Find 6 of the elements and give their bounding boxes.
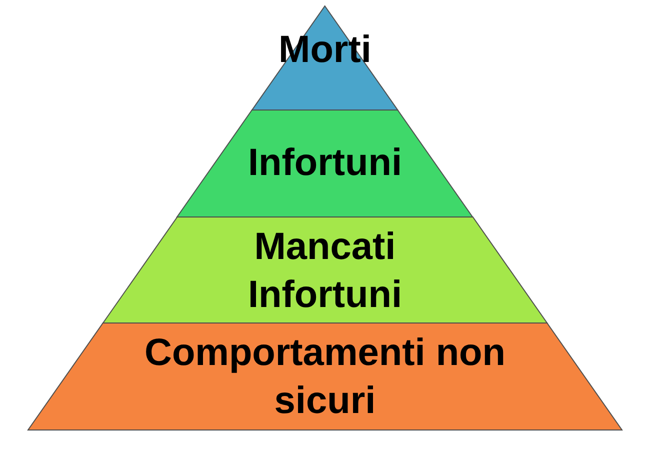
pyramid-level: [28, 323, 622, 430]
pyramid-level: [177, 110, 473, 217]
level-label: Comportamenti non sicuri: [144, 331, 506, 424]
pyramid-level: [102, 217, 548, 323]
level-label: Mancati Infortuni: [246, 225, 404, 318]
level-label: Infortuni: [246, 141, 404, 186]
